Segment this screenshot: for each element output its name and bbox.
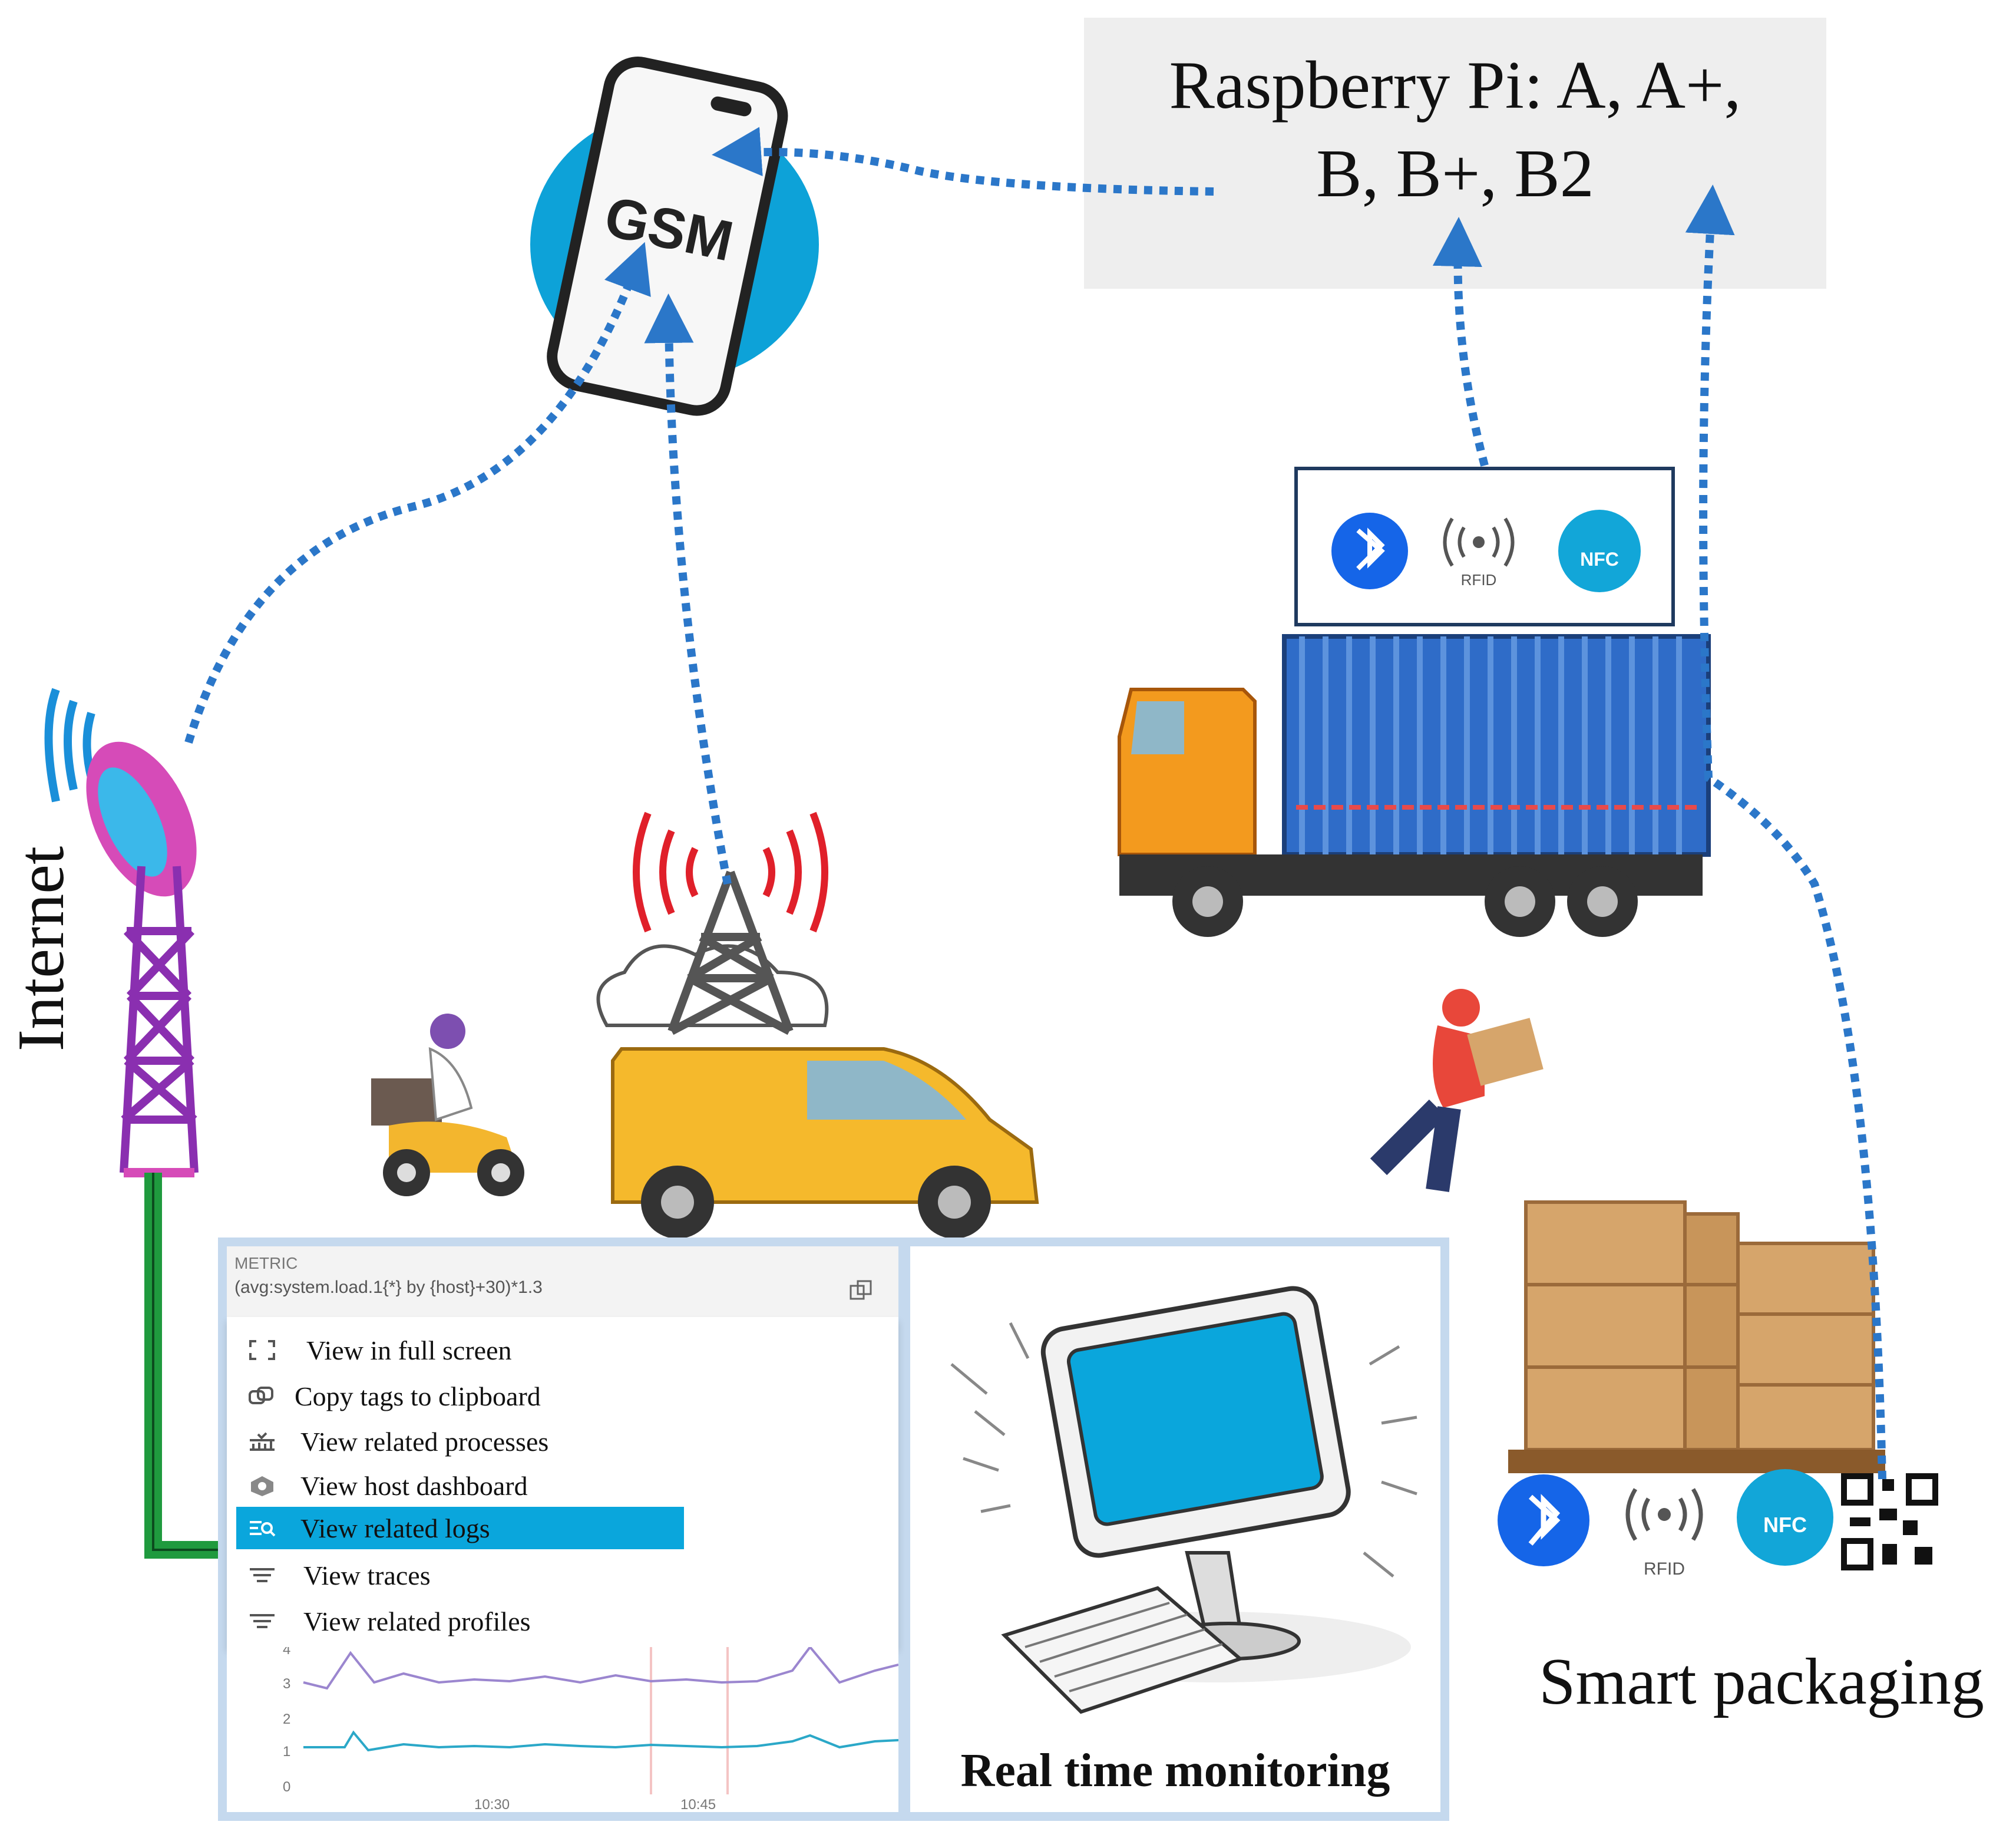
y-tick-4: 4 bbox=[283, 1647, 290, 1658]
raspberry-pi-line-2: B, B+, B2 bbox=[1316, 136, 1594, 212]
package-nfc-text: NFC bbox=[1763, 1513, 1807, 1537]
package-nfc-icon bbox=[1737, 1469, 1833, 1566]
host-icon bbox=[242, 1469, 283, 1502]
keyboard bbox=[1001, 1586, 1244, 1714]
arrow-rpi-to-phone bbox=[712, 127, 1214, 196]
monitor-illustration bbox=[950, 1286, 1417, 1714]
phone-notch bbox=[710, 96, 752, 117]
menu-item-copy-tags[interactable]: Copy tags to clipboard bbox=[227, 1375, 675, 1417]
connection-arrows bbox=[184, 127, 1886, 1480]
package-rfid-text: RFID bbox=[1644, 1559, 1685, 1579]
arrow-internet-to-phone bbox=[184, 242, 651, 744]
menu-item-label: Copy tags to clipboard bbox=[295, 1381, 541, 1411]
arrow-packaging-to-rpi bbox=[1685, 184, 1886, 1480]
metric-query: (avg:system.load.1{*} by {host}+30)*1.3 bbox=[234, 1278, 543, 1297]
delivery-worker bbox=[1370, 989, 1544, 1192]
scooter-courier bbox=[371, 1014, 524, 1196]
internet-label: Internet bbox=[5, 846, 78, 1052]
package-tags: RFID NFC bbox=[1498, 1469, 1938, 1579]
y-tick-3: 3 bbox=[283, 1676, 290, 1692]
truck-nfc-text: NFC bbox=[1580, 549, 1619, 570]
qr-code-icon bbox=[1841, 1473, 1938, 1570]
truck-rfid-text: RFID bbox=[1461, 571, 1497, 589]
traces-icon bbox=[242, 1559, 283, 1592]
menu-item-label: View in full screen bbox=[306, 1335, 512, 1365]
arrow-tower-to-phone bbox=[644, 293, 732, 885]
raspberry-pi-label: Raspberry Pi: A, A+, B, B+, B2 bbox=[1084, 41, 1826, 218]
y-tick-0: 0 bbox=[283, 1779, 290, 1795]
x-tick-1045: 10:45 bbox=[680, 1797, 716, 1812]
real-time-monitoring-label: Real time monitoring bbox=[960, 1745, 1390, 1797]
copy-icon bbox=[242, 1380, 283, 1413]
package-rfid-icon: RFID bbox=[1625, 1488, 1703, 1579]
series-teal bbox=[303, 1730, 898, 1752]
menu-item-host-dashboard[interactable]: View host dashboard bbox=[227, 1464, 675, 1507]
truck-nfc-icon bbox=[1558, 510, 1641, 592]
menu-item-label: View related processes bbox=[300, 1426, 549, 1457]
menu-item-label: View related profiles bbox=[303, 1606, 531, 1636]
smart-packaging-label: Smart packaging bbox=[1539, 1645, 1984, 1718]
menu-item-related-logs[interactable]: View related logs bbox=[236, 1507, 684, 1549]
menu-item-label: View host dashboard bbox=[300, 1470, 528, 1501]
cell-tower bbox=[596, 811, 829, 1035]
y-tick-2: 2 bbox=[283, 1711, 290, 1727]
delivery-van bbox=[611, 1047, 1039, 1239]
menu-item-related-profiles[interactable]: View related profiles bbox=[227, 1600, 675, 1642]
metric-title: METRIC bbox=[234, 1254, 298, 1272]
menu-item-label: View traces bbox=[303, 1560, 431, 1590]
logs-icon bbox=[242, 1512, 283, 1545]
context-menu: View in full screen Copy tags to clipboa… bbox=[227, 1317, 898, 1647]
arrow-truck-to-rpi bbox=[1432, 217, 1489, 467]
menu-item-full-screen[interactable]: View in full screen bbox=[227, 1329, 675, 1371]
menu-item-related-processes[interactable]: View related processes bbox=[227, 1420, 675, 1463]
x-tick-1030: 10:30 bbox=[474, 1797, 510, 1812]
load-chart: 4 3 2 1 0 10:30 10:45 bbox=[227, 1647, 898, 1812]
profiles-icon bbox=[242, 1605, 283, 1638]
fullscreen-icon bbox=[242, 1334, 283, 1367]
cardboard-boxes bbox=[1508, 1200, 1885, 1473]
raspberry-pi-line-1: Raspberry Pi: A, A+, bbox=[1169, 48, 1741, 123]
menu-item-label: View related logs bbox=[300, 1513, 490, 1543]
processes-icon bbox=[242, 1425, 283, 1458]
container bbox=[1282, 634, 1711, 857]
series-purple bbox=[303, 1647, 898, 1690]
copy-query-icon[interactable] bbox=[848, 1278, 874, 1304]
metric-header bbox=[227, 1246, 898, 1317]
gsm-phone: GSM bbox=[530, 57, 819, 416]
internet-tower bbox=[44, 688, 230, 1559]
menu-item-traces[interactable]: View traces bbox=[227, 1554, 675, 1596]
y-tick-1: 1 bbox=[283, 1744, 290, 1760]
monitor-screen bbox=[1066, 1312, 1324, 1526]
container-truck bbox=[1118, 634, 1711, 937]
truck-tag-box: RFID NFC bbox=[1294, 467, 1675, 626]
truck-rfid-icon: RFID bbox=[1443, 517, 1515, 589]
